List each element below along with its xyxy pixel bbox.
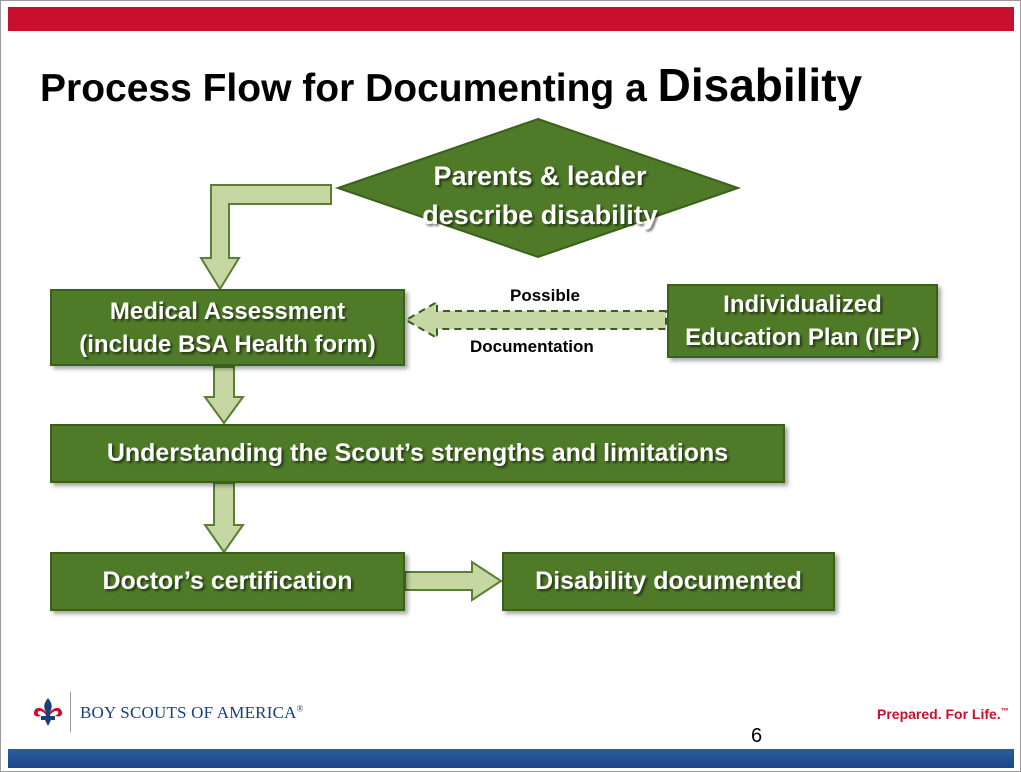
bsa-fleur-de-lis-logo [33, 698, 63, 726]
bottom-accent-bar [8, 749, 1014, 768]
dashed-label-documentation: Documentation [470, 337, 594, 356]
logo-divider [70, 692, 71, 732]
iep-box: Individualized Education Plan (IEP) [667, 284, 938, 358]
start-diamond [334, 117, 742, 259]
start-line-1: Parents & leader [433, 161, 647, 191]
tagline: Prepared. For Life.™ [877, 706, 1009, 722]
doctor-label: Doctor’s certification [102, 567, 353, 595]
disability-documented-box: Disability documented [502, 552, 835, 611]
iep-line-2: Education Plan (IEP) [685, 324, 920, 351]
documented-label: Disability documented [535, 567, 802, 595]
bsa-organization-name: BOY SCOUTS OF AMERICA® [80, 703, 304, 722]
dashed-arrow-iep-to-medical [404, 300, 667, 340]
page-number: 6 [751, 725, 763, 747]
start-line-2: describe disability [422, 200, 658, 230]
slide-title: Process Flow for Documenting a Disabilit… [40, 58, 862, 112]
doctor-certification-box: Doctor’s certification [50, 552, 405, 611]
arrow-doctor-to-documented [404, 560, 503, 602]
medical-assessment-box: Medical Assessment (include BSA Health f… [50, 289, 405, 366]
understanding-box: Understanding the Scout’s strengths and … [50, 424, 785, 483]
understanding-label: Understanding the Scout’s strengths and … [106, 439, 729, 467]
iep-line-1: Individualized [723, 291, 882, 318]
arrow-understanding-to-doctor [203, 482, 245, 554]
start-node-label: Parents & leader describe disability [380, 157, 700, 235]
arrow-start-to-medical [199, 184, 332, 291]
title-emphasis: Disability [657, 59, 863, 111]
medical-line-2: (include BSA Health form) [79, 330, 376, 358]
title-main: Process Flow for Documenting a [40, 67, 658, 110]
medical-line-1: Medical Assessment [109, 297, 346, 325]
dashed-label-possible: Possible [510, 286, 580, 305]
top-accent-bar [8, 7, 1014, 31]
arrow-medical-to-understanding [203, 366, 245, 425]
